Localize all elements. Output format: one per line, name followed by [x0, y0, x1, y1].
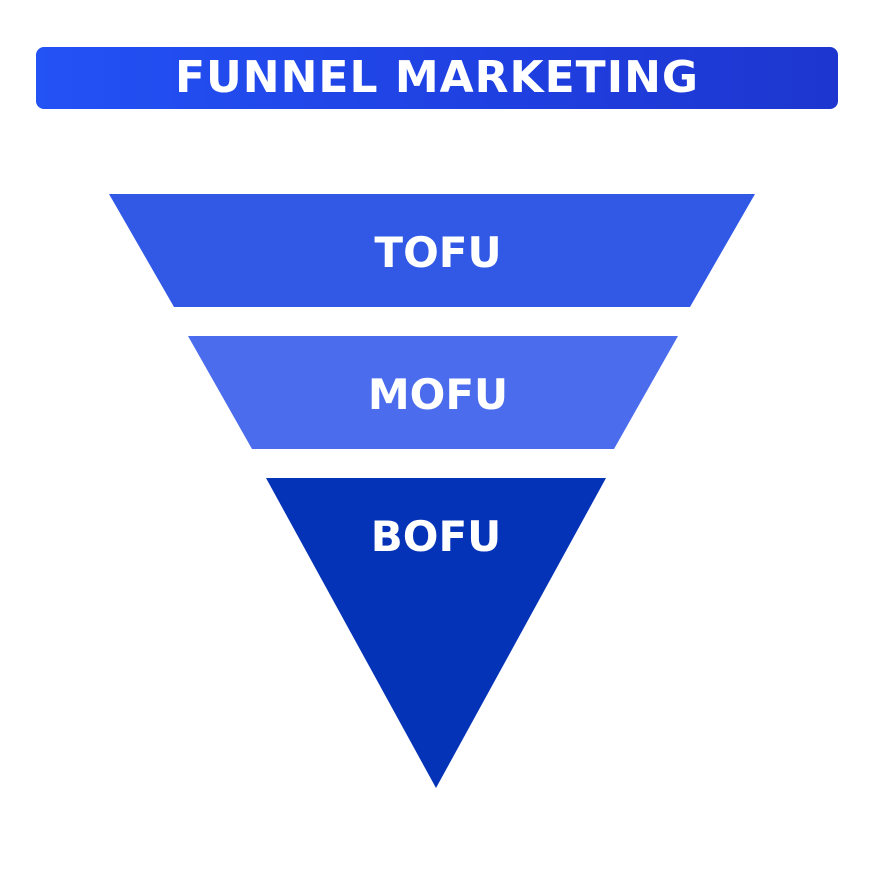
funnel-stage-mofu: [188, 336, 678, 449]
diagram-title: FUNNEL MARKETING: [174, 52, 700, 103]
funnel-stage-bofu: [266, 478, 606, 788]
stage-label-bofu: BOFU: [371, 512, 502, 561]
funnel-stage-tofu: [109, 194, 755, 307]
stage-label-tofu: TOFU: [374, 228, 501, 277]
stage-label-mofu: MOFU: [368, 370, 508, 419]
title-banner: FUNNEL MARKETING: [36, 47, 838, 109]
